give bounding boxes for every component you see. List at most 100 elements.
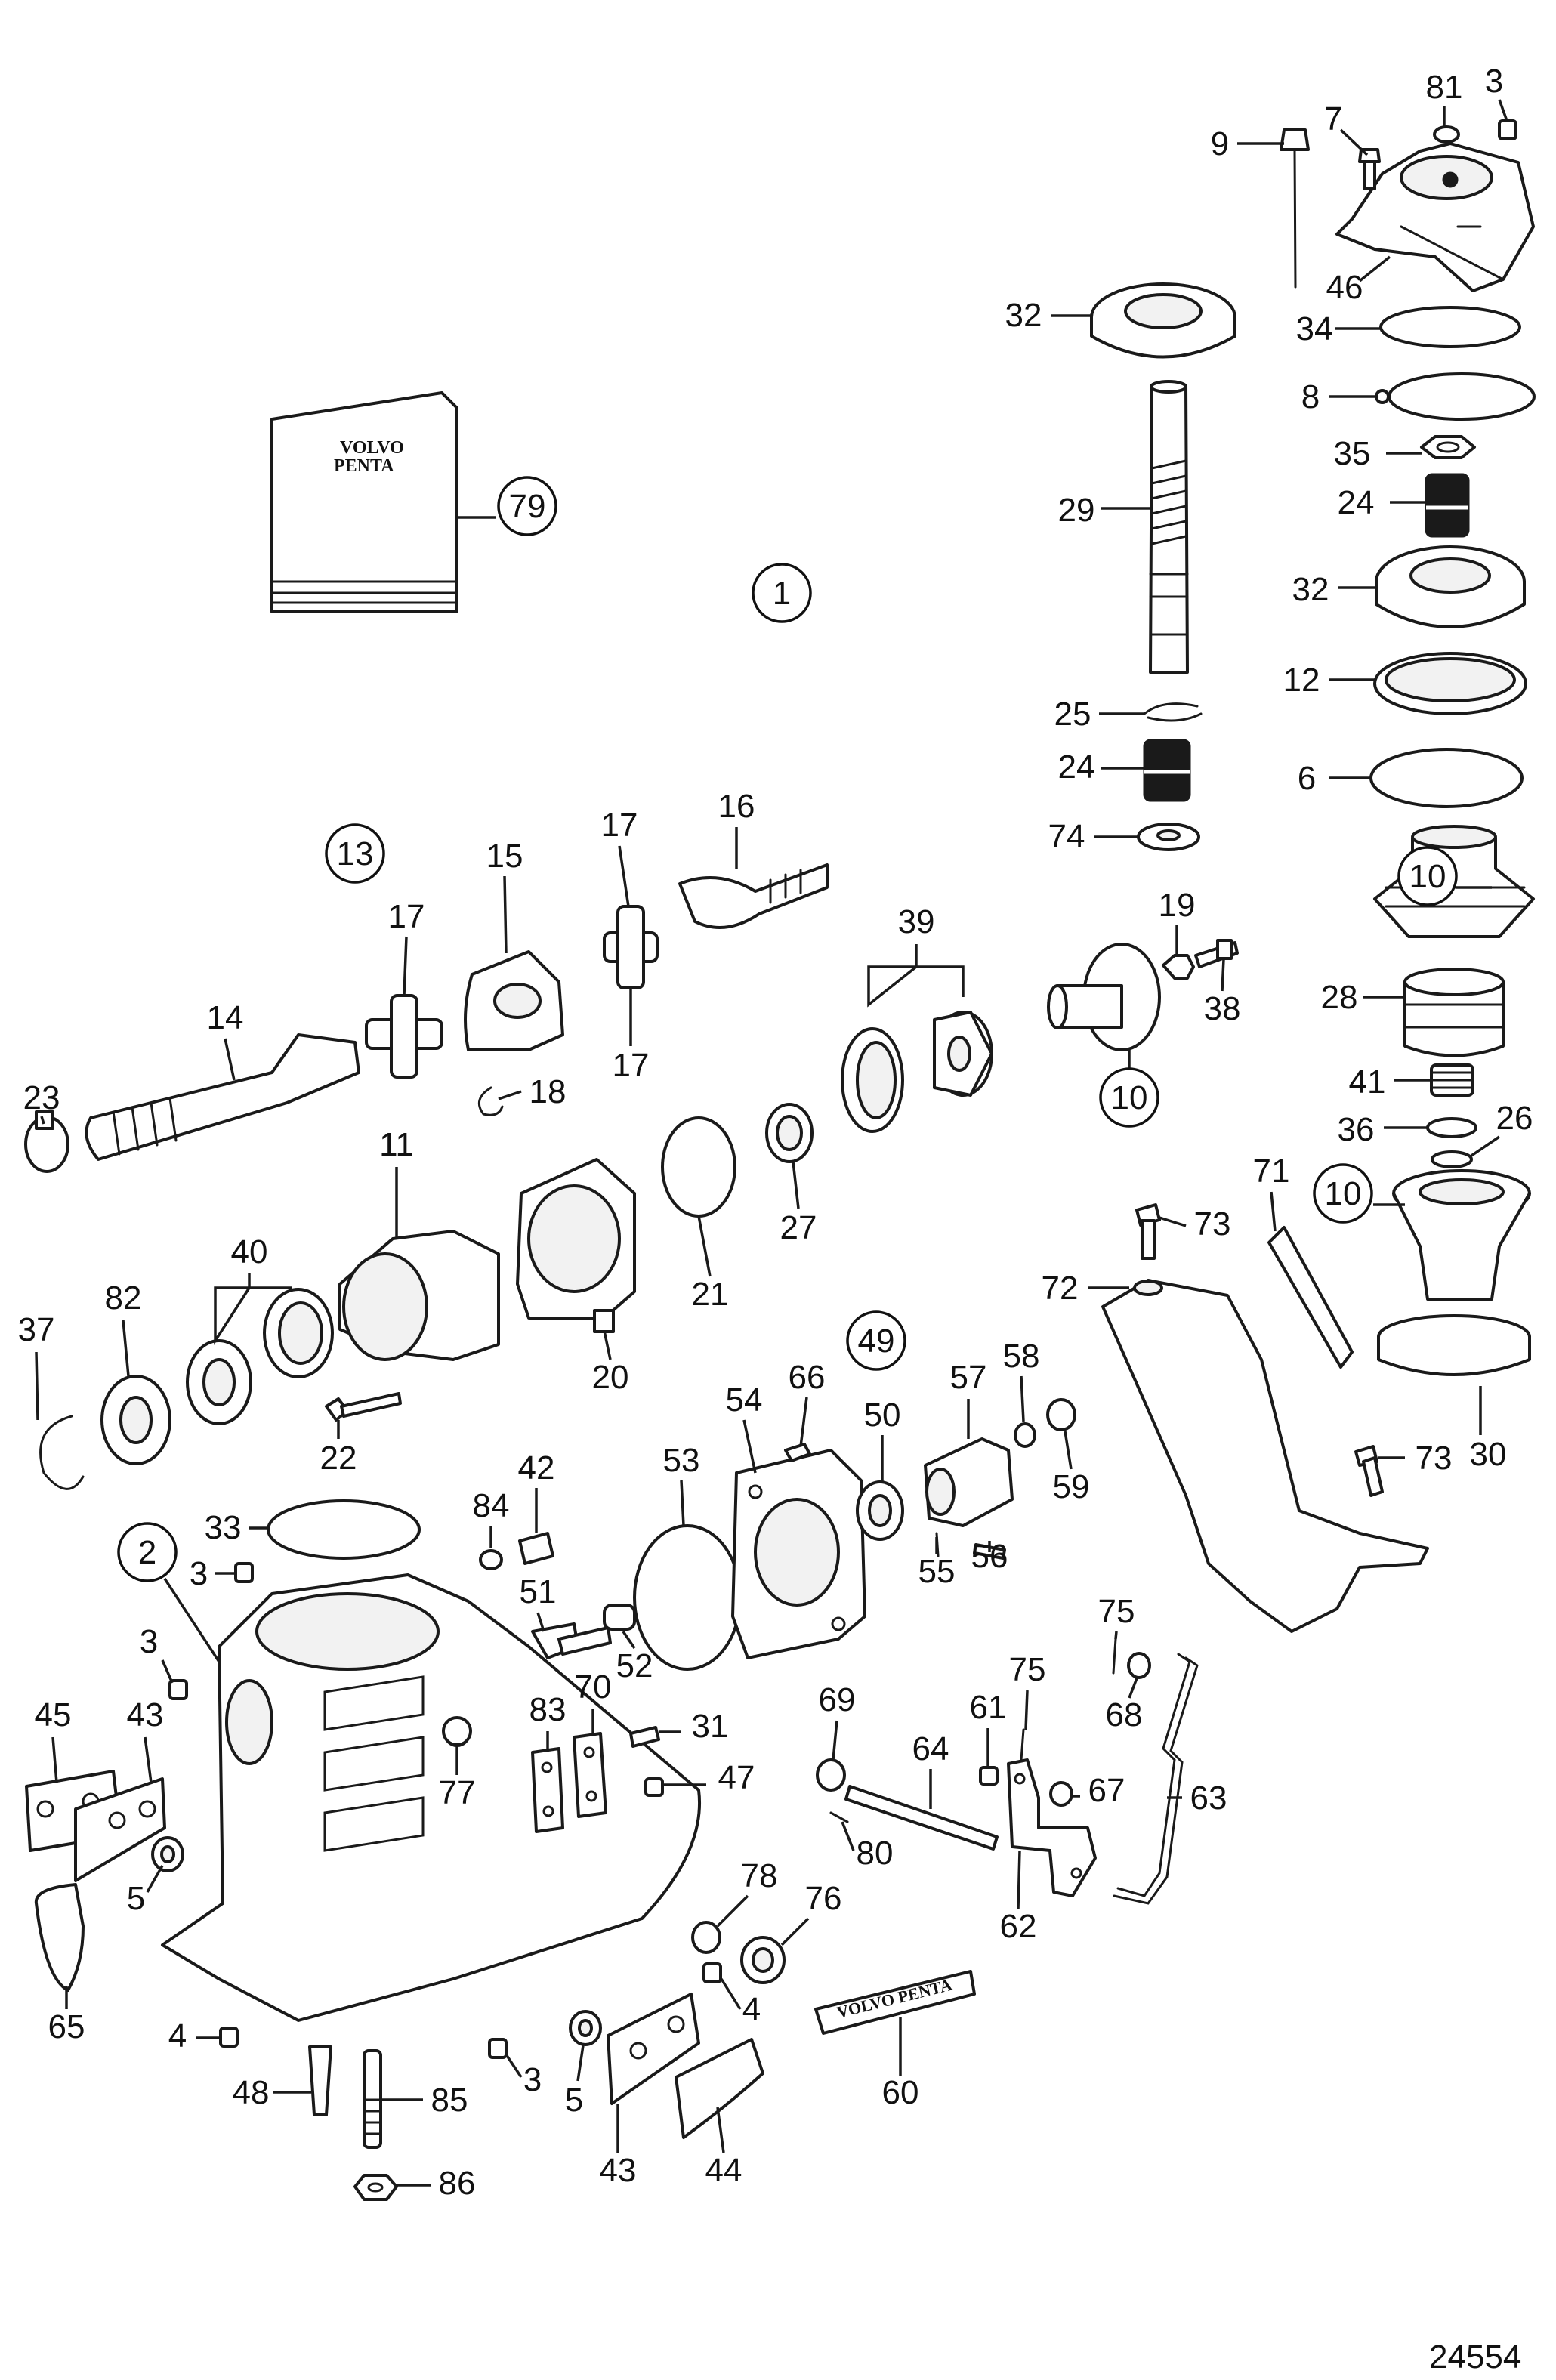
callout-number: 26 bbox=[1496, 1100, 1533, 1137]
callout-number: 13 bbox=[337, 835, 374, 872]
callout-number: 75 bbox=[1009, 1651, 1046, 1688]
part-40-bearing-race bbox=[263, 1288, 334, 1378]
callout-number: 80 bbox=[857, 1835, 894, 1872]
callout-leader-line bbox=[40, 1116, 45, 1125]
callout-number: 77 bbox=[439, 1774, 476, 1811]
callout-leader-line bbox=[505, 2054, 523, 2078]
part-51-lever bbox=[531, 1622, 612, 1659]
part-46-top-cover bbox=[1335, 142, 1535, 292]
callout-leader-line bbox=[697, 1215, 712, 1277]
callout-number: 2 bbox=[138, 1534, 156, 1571]
part-41-sleeve bbox=[1430, 1063, 1474, 1097]
part-16-yoke-shaft bbox=[678, 863, 829, 929]
part-23-clamp bbox=[24, 1110, 69, 1173]
callout-leader-line bbox=[146, 1865, 164, 1893]
part-33-o-ring bbox=[267, 1499, 421, 1560]
callout-40: 40 bbox=[214, 1233, 292, 1345]
part-3-plug-bottom bbox=[488, 2038, 508, 2059]
callout-75b: 75 bbox=[1098, 1593, 1135, 1640]
callout-52: 52 bbox=[616, 1631, 653, 1684]
callout-number: 73 bbox=[1416, 1440, 1453, 1477]
callout-42: 42 bbox=[518, 1449, 554, 1533]
part-28-synchronizer bbox=[1403, 968, 1505, 1057]
part-32-bearing-cup-top bbox=[1090, 282, 1236, 359]
part-3-plug-left-upper bbox=[234, 1562, 254, 1583]
callout-leader-line bbox=[1221, 958, 1225, 992]
callout-number: 85 bbox=[431, 2082, 468, 2119]
callout-number: 59 bbox=[1053, 1468, 1090, 1505]
callout-62: 62 bbox=[1000, 1850, 1036, 1945]
callout-49: 49 bbox=[846, 1310, 906, 1371]
part-37-circlip bbox=[39, 1415, 85, 1490]
callout-number: 17 bbox=[601, 807, 638, 844]
part-38-screw bbox=[1194, 939, 1239, 968]
callout-leader-line bbox=[742, 1419, 757, 1474]
callout-number: 47 bbox=[718, 1759, 755, 1796]
callout-number: 55 bbox=[918, 1553, 956, 1590]
callout-20: 20 bbox=[592, 1330, 628, 1396]
callout-10a: 10 bbox=[1397, 846, 1492, 906]
callout-leader-line bbox=[780, 1917, 810, 1946]
callout-32a: 32 bbox=[1005, 297, 1091, 334]
callout-55: 55 bbox=[918, 1537, 956, 1590]
callout-circle bbox=[846, 1310, 906, 1371]
part-14-input-shaft bbox=[85, 1033, 360, 1161]
part-17-cross-upper bbox=[603, 905, 659, 989]
part-8-snap-ring bbox=[1375, 372, 1536, 421]
callout-25: 25 bbox=[1054, 696, 1144, 733]
callout-3b: 3 bbox=[190, 1555, 236, 1592]
callout-leader-line bbox=[799, 1397, 808, 1447]
callout-75a: 75 bbox=[1009, 1651, 1046, 1730]
callout-number: 12 bbox=[1283, 662, 1320, 699]
callout-number: 60 bbox=[882, 2074, 919, 2111]
callout-number: 46 bbox=[1326, 269, 1363, 306]
callout-number: 70 bbox=[575, 1668, 612, 1706]
callout-number: 10 bbox=[1409, 858, 1446, 895]
callout-number: 28 bbox=[1321, 979, 1358, 1016]
callout-number: 4 bbox=[742, 1991, 761, 2028]
part-26-ring bbox=[1431, 1150, 1473, 1168]
part-18-retaining-ring bbox=[477, 1086, 504, 1116]
callout-number: 83 bbox=[529, 1691, 567, 1728]
callout-81: 81 bbox=[1426, 69, 1462, 127]
callout-number: 61 bbox=[970, 1689, 1007, 1726]
part-32-bearing-cup-lower bbox=[1375, 545, 1526, 628]
callout-30: 30 bbox=[1470, 1386, 1506, 1473]
callout-38: 38 bbox=[1204, 958, 1240, 1027]
callout-6: 6 bbox=[1298, 760, 1371, 797]
callout-31: 31 bbox=[659, 1708, 728, 1745]
part-70-anode-plate bbox=[573, 1732, 607, 1818]
callout-number: 1 bbox=[773, 575, 791, 612]
callout-34: 34 bbox=[1296, 310, 1381, 347]
callout-47: 47 bbox=[663, 1759, 755, 1796]
part-79-manual-book: VOLVO PENTA bbox=[270, 391, 458, 613]
callout-number: 84 bbox=[473, 1487, 510, 1524]
callout-leader-line bbox=[403, 936, 408, 996]
callout-83: 83 bbox=[529, 1691, 567, 1751]
callout-leader-line bbox=[576, 2045, 585, 2082]
callout-70: 70 bbox=[575, 1668, 612, 1736]
callout-43b: 43 bbox=[600, 2104, 636, 2189]
callout-leader-line bbox=[163, 1578, 221, 1662]
callout-layer: 1791349210101038179463483524322932122524… bbox=[18, 63, 1533, 2202]
part-39-bearing-race bbox=[841, 1027, 904, 1133]
part-3-plug-top bbox=[1498, 119, 1517, 140]
part-75-pin-upper bbox=[1112, 1638, 1117, 1675]
part-35-nut bbox=[1420, 435, 1476, 459]
callout-number: 44 bbox=[705, 2152, 742, 2189]
callout-number: 82 bbox=[105, 1280, 142, 1317]
part-73-screw-upper bbox=[1135, 1203, 1161, 1260]
callout-3a: 3 bbox=[1485, 63, 1508, 122]
callout-number: 69 bbox=[819, 1681, 856, 1718]
callout-number: 39 bbox=[898, 903, 935, 940]
callout-leader-line bbox=[867, 944, 965, 1008]
callout-leader-line bbox=[224, 1038, 236, 1081]
callout-number: 5 bbox=[565, 2082, 583, 2119]
callout-4a: 4 bbox=[168, 2017, 221, 2054]
callout-14: 14 bbox=[207, 999, 243, 1081]
callout-leader-line bbox=[498, 1090, 522, 1100]
callout-leader-line bbox=[618, 845, 630, 907]
callout-leader-line bbox=[603, 1330, 612, 1360]
part-77-nut bbox=[442, 1716, 472, 1746]
callout-82: 82 bbox=[105, 1280, 142, 1377]
